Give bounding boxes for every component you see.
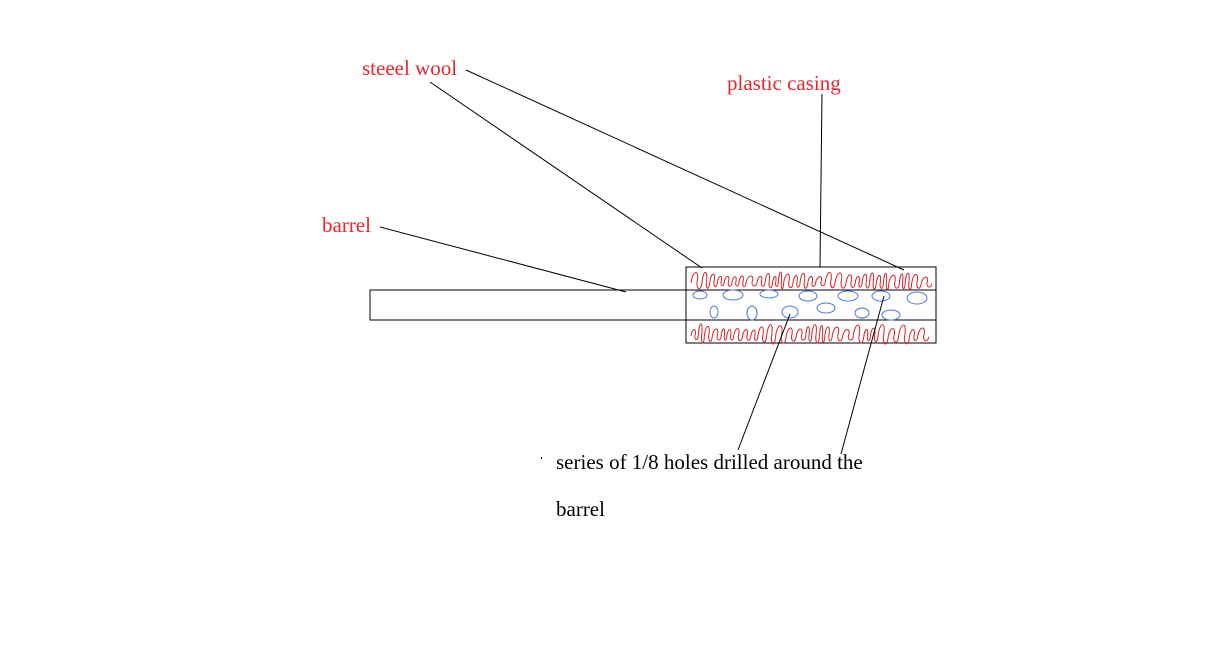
hole-11 <box>816 302 836 314</box>
hole-1 <box>692 290 708 300</box>
hole-12 <box>854 307 870 319</box>
plastic-casing-box <box>685 266 937 344</box>
hole-9 <box>746 305 758 321</box>
label-plastic-casing: plastic casing <box>727 71 841 95</box>
leader-line-steel-wool-1 <box>429 81 703 269</box>
hole-13 <box>881 309 901 321</box>
leader-line-plastic-casing <box>819 93 823 268</box>
label-holes-line-2: barrel <box>556 497 605 521</box>
hole-8 <box>709 305 719 319</box>
barrel-holes <box>692 289 928 321</box>
label-steel-wool: steeel wool <box>362 56 458 80</box>
steel-wool-bottom <box>690 323 930 345</box>
steel-wool-scribbles <box>690 271 933 345</box>
barrel-tube <box>369 289 937 321</box>
hole-2 <box>722 289 744 301</box>
leader-line-barrel <box>379 226 627 293</box>
hole-10 <box>781 305 799 319</box>
hole-4 <box>798 290 818 302</box>
hole-6 <box>871 290 891 302</box>
hole-7 <box>906 291 928 305</box>
leader-line-holes-1 <box>737 313 791 451</box>
label-holes-line-1: series of 1/8 holes drilled around the <box>556 450 863 474</box>
leader-line-holes-2 <box>840 295 885 455</box>
hole-5 <box>837 290 859 302</box>
label-barrel: barrel <box>322 213 371 237</box>
stray-dot <box>541 457 542 459</box>
leader-line-steel-wool-2 <box>465 69 905 271</box>
steel-wool-top <box>690 271 933 291</box>
hole-3 <box>759 289 779 299</box>
